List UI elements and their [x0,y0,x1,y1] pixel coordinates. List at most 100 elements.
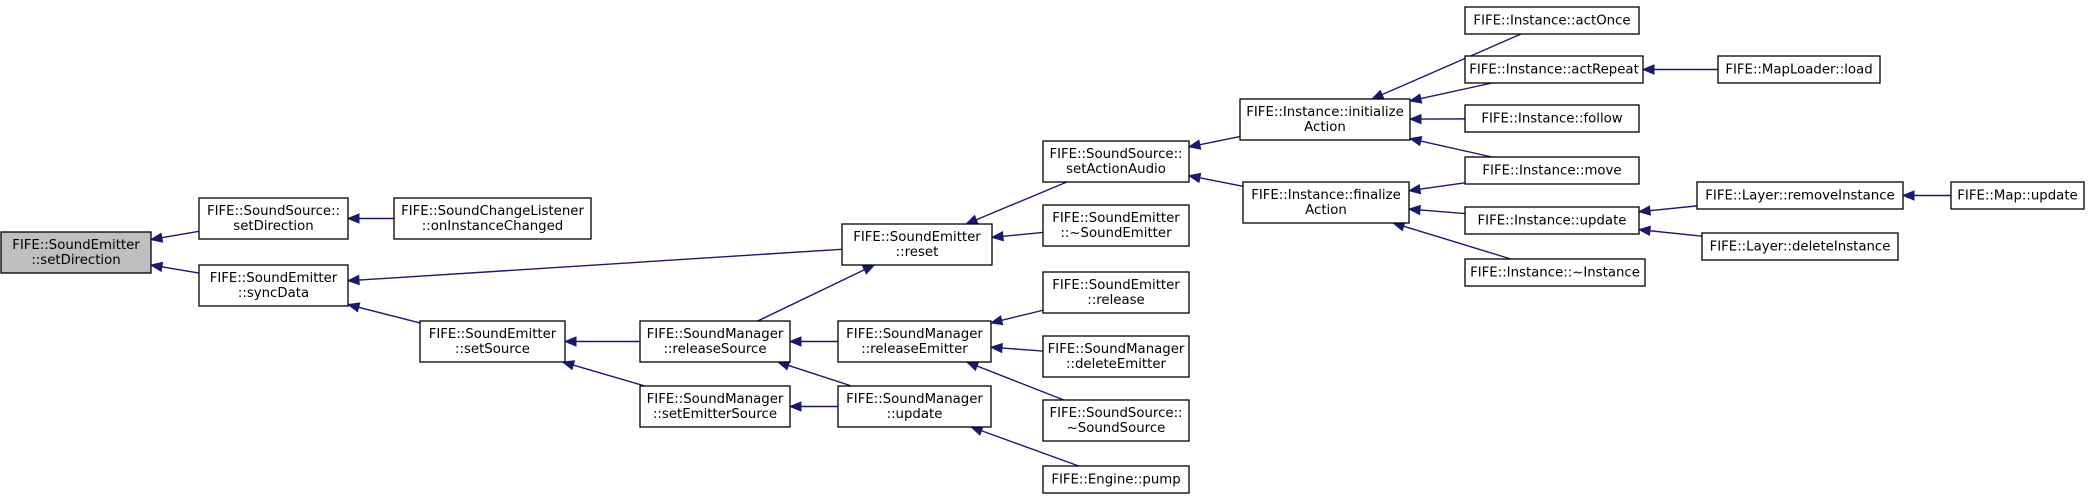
edge-n3-to-n0 [149,261,200,274]
edge-arrowhead [346,302,361,313]
node-label-line: ::syncData [238,286,309,301]
node-box [639,320,791,363]
node-label-line: FIFE::SoundEmitter [429,327,557,342]
node-label-line: FIFE::Instance::actRepeat [1469,63,1639,78]
node-box [1701,232,1899,261]
function-node[interactable]: FIFE::SoundSource::setDirection [198,197,349,240]
function-node[interactable]: FIFE::SoundEmitter::syncData [198,264,349,307]
function-node[interactable]: FIFE::SoundEmitter::reset [841,223,993,266]
node-label-line: FIFE::Layer::deleteInstance [1710,240,1891,255]
edge-arrowhead [346,213,360,224]
edge-arrowhead [990,231,1004,242]
node-box [0,231,152,274]
function-node[interactable]: FIFE::SoundManager::setEmitterSource [639,385,791,428]
edge-arrowhead [1408,136,1423,147]
node-box [837,320,992,363]
node-box [1042,140,1190,183]
node-label-line: FIFE::Instance::move [1482,164,1621,179]
edge-n16-to-n10 [1187,135,1241,150]
function-node[interactable]: FIFE::SoundSource::~SoundSource [1042,399,1190,442]
edge-n5-to-n4 [563,336,640,347]
edge-n5-to-n7 [757,264,876,322]
node-label-line: FIFE::Instance::follow [1481,112,1622,127]
edge-line [1199,135,1241,146]
node-label-line: ::~SoundEmitter [1060,226,1172,241]
function-node[interactable]: FIFE::SoundManager::releaseEmitter [837,320,992,363]
function-node[interactable]: FIFE::SoundEmitter::setSource [419,320,566,363]
edge-arrowhead [965,361,980,372]
edge-arrowhead [1408,113,1422,125]
edge-n4-to-n3 [346,302,421,324]
function-node[interactable]: FIFE::SoundManager::releaseSource [639,320,791,363]
node-label-line: FIFE::Layer::removeInstance [1705,189,1894,204]
function-node[interactable]: FIFE::SoundSource::setActionAudio [1042,140,1190,183]
node-box [393,197,592,240]
function-node[interactable]: FIFE::Engine::pump [1042,465,1190,494]
function-node[interactable]: FIFE::SoundManager::deleteEmitter [1042,335,1190,378]
edge-n9-to-n5 [776,360,852,387]
node-box [1464,156,1640,185]
node-box [1042,204,1190,247]
node-label-line: ::deleteEmitter [1066,357,1167,372]
root-node[interactable]: FIFE::SoundEmitter::setDirection [0,231,152,274]
node-box [1042,271,1190,314]
function-node[interactable]: FIFE::Instance::move [1464,156,1640,185]
edge-arrowhead [1370,89,1385,100]
edge-line [788,364,852,387]
edge-n24-to-n19 [1641,64,1718,75]
function-node[interactable]: FIFE::Instance::~Instance [1464,258,1646,287]
function-node[interactable]: FIFE::SoundEmitter::release [1042,271,1190,314]
edge-n20-to-n16 [1408,113,1466,125]
node-label-line: FIFE::SoundChangeListener [401,204,584,219]
node-box [1464,258,1646,287]
node-label-line: setActionAudio [1066,162,1166,177]
edge-n13-to-n8 [989,342,1044,354]
edge-n14-to-n8 [965,361,1064,401]
edge-line [757,269,865,322]
edge-line [1001,309,1044,321]
function-node[interactable]: FIFE::Instance::actRepeat [1464,55,1644,84]
edge-arrowhead [788,336,802,347]
edge-line [358,248,843,281]
edge-n11-to-n7 [990,231,1044,242]
edge-arrowhead [1187,172,1202,184]
edge-n19-to-n16 [1408,82,1493,104]
edge-n2-to-n1 [346,213,394,224]
node-label-line: FIFE::Instance::update [1478,214,1627,229]
edges-layer [149,33,1951,467]
function-node[interactable]: FIFE::SoundChangeListener::onInstanceCha… [393,197,592,240]
function-node[interactable]: FIFE::SoundEmitter::~SoundEmitter [1042,204,1190,247]
node-box [1042,335,1190,378]
node-box [1242,181,1410,224]
edge-arrowhead [1408,93,1423,104]
function-node[interactable]: FIFE::SoundManager::update [837,385,992,428]
edge-arrowhead [1407,183,1422,195]
function-node[interactable]: FIFE::Instance::follow [1464,104,1640,133]
edge-n22-to-n17 [1407,204,1466,216]
node-box [841,223,993,266]
function-node[interactable]: FIFE::Instance::actOnce [1464,6,1640,35]
node-label-line: FIFE::SoundEmitter [1052,278,1180,293]
edge-n7-to-n3 [346,248,843,286]
node-label-line: FIFE::SoundSource:: [207,204,340,219]
edge-line [1403,225,1512,260]
function-node[interactable]: FIFE::Layer::deleteInstance [1701,232,1899,261]
function-node[interactable]: FIFE::MapLoader::load [1717,55,1881,84]
edge-line [1419,182,1466,190]
node-label-line: FIFE::Instance::~Instance [1470,266,1640,281]
node-label-line: FIFE::SoundSource:: [1049,147,1182,162]
node-label-line: ::release [1087,293,1144,308]
edge-line [976,181,1068,221]
function-node[interactable]: FIFE::Layer::removeInstance [1696,181,1904,210]
edge-arrowhead [149,261,164,273]
node-box [1950,181,2085,210]
node-label-line: FIFE::SoundManager [647,392,784,407]
function-node[interactable]: FIFE::Instance::update [1464,206,1640,235]
node-label-line: ::setEmitterSource [653,407,777,422]
node-box [1696,181,1904,210]
function-node[interactable]: FIFE::Map::update [1950,181,2085,210]
edge-n12-to-n8 [989,309,1044,326]
